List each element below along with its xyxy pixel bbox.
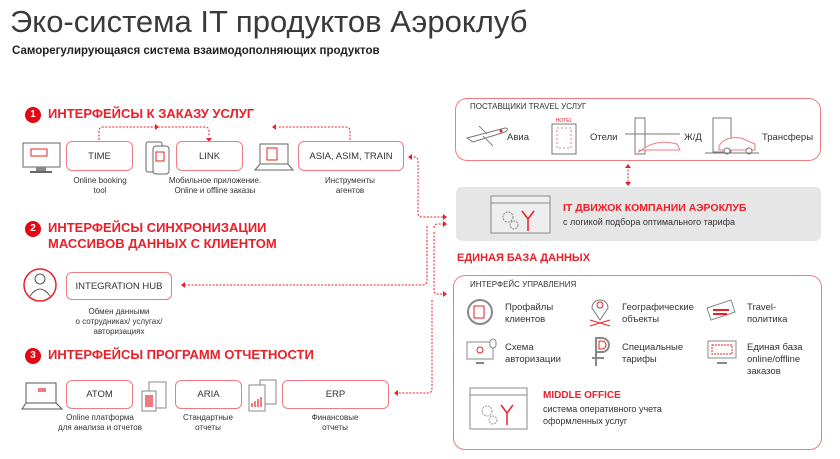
supplier-railway: Ж/Д: [684, 132, 702, 143]
calculator-report-icon: [141, 381, 167, 412]
hotel-icon: HOTEL: [551, 118, 577, 155]
middle-office-gears-icon: [469, 387, 528, 430]
management-title: ИНТЕРФЕЙС УПРАВЛЕНИЯ: [470, 280, 577, 289]
engine-subtitle: с логикой подбора оптимального тарифа: [563, 217, 736, 227]
orders-database-monitor-icon: [707, 340, 737, 364]
section-title-1: ИНТЕРФЕЙСЫ К ЗАКАЗУ УСЛУГ: [48, 106, 255, 121]
mgmt-travel-policy[interactable]: Travel-политика: [747, 302, 788, 325]
mobile-phone-icon: [145, 141, 170, 175]
documents-chart-icon: [248, 379, 277, 412]
laptop-icon: [253, 143, 295, 171]
airplane-icon: [465, 125, 508, 147]
product-integration-hub-button[interactable]: INTEGRATION HUB: [66, 272, 172, 300]
management-panel: [453, 275, 822, 450]
train-station-icon: [625, 117, 681, 155]
supplier-avia: Авиа: [507, 132, 529, 143]
page-subtitle: Саморегулирующаяся система взаимодополня…: [12, 45, 380, 57]
product-aria-button[interactable]: ARIA: [175, 380, 242, 409]
section-number-2: 2: [25, 221, 41, 237]
engine-title: IT ДВИЖОК КОМПАНИИ АЭРОКЛУБ: [563, 202, 747, 214]
database-title: ЕДИНАЯ БАЗА ДАННЫХ: [457, 252, 591, 264]
middle-office-title: MIDDLE OFFICE: [543, 390, 621, 401]
section-number-1: 1: [25, 107, 41, 123]
laptop-search-icon: [21, 382, 64, 410]
monitor-book-icon: [22, 142, 61, 173]
people-sync-icon: [23, 268, 57, 302]
client-profile-icon: [467, 299, 493, 325]
section-title-3: ИНТЕРФЕЙСЫ ПРОГРАММ ОТЧЕТНОСТИ: [48, 347, 314, 362]
suppliers-panel: [455, 98, 821, 161]
product-atom-button[interactable]: ATOM: [66, 380, 133, 409]
engine-gears-icon: [490, 195, 551, 234]
supplier-hotels: Отели: [590, 132, 618, 143]
product-link-button[interactable]: LINK: [176, 141, 243, 171]
section-number-3: 3: [25, 348, 41, 364]
travel-policy-tickets-icon: [706, 299, 736, 321]
svg-text:HOTEL: HOTEL: [556, 118, 573, 124]
product-time-button[interactable]: TIME: [66, 141, 133, 171]
supplier-transfers: Трансферы: [762, 132, 814, 143]
authorization-monitor-icon: [466, 338, 497, 364]
page-title: Эко-система IT продуктов Аэроклуб: [10, 4, 528, 39]
suppliers-title: ПОСТАВЩИКИ TRAVEL УСЛУГ: [470, 102, 587, 111]
product-erp-button[interactable]: ERP: [282, 380, 389, 409]
product-asia-button[interactable]: ASIA, ASIM, TRAIN: [298, 141, 404, 171]
link-caption: Мобильное приложение.Online и offline за…: [168, 176, 262, 195]
ruble-tariff-icon: [592, 337, 610, 366]
geo-pin-icon: [589, 299, 611, 327]
transfer-car-icon: [705, 117, 759, 155]
